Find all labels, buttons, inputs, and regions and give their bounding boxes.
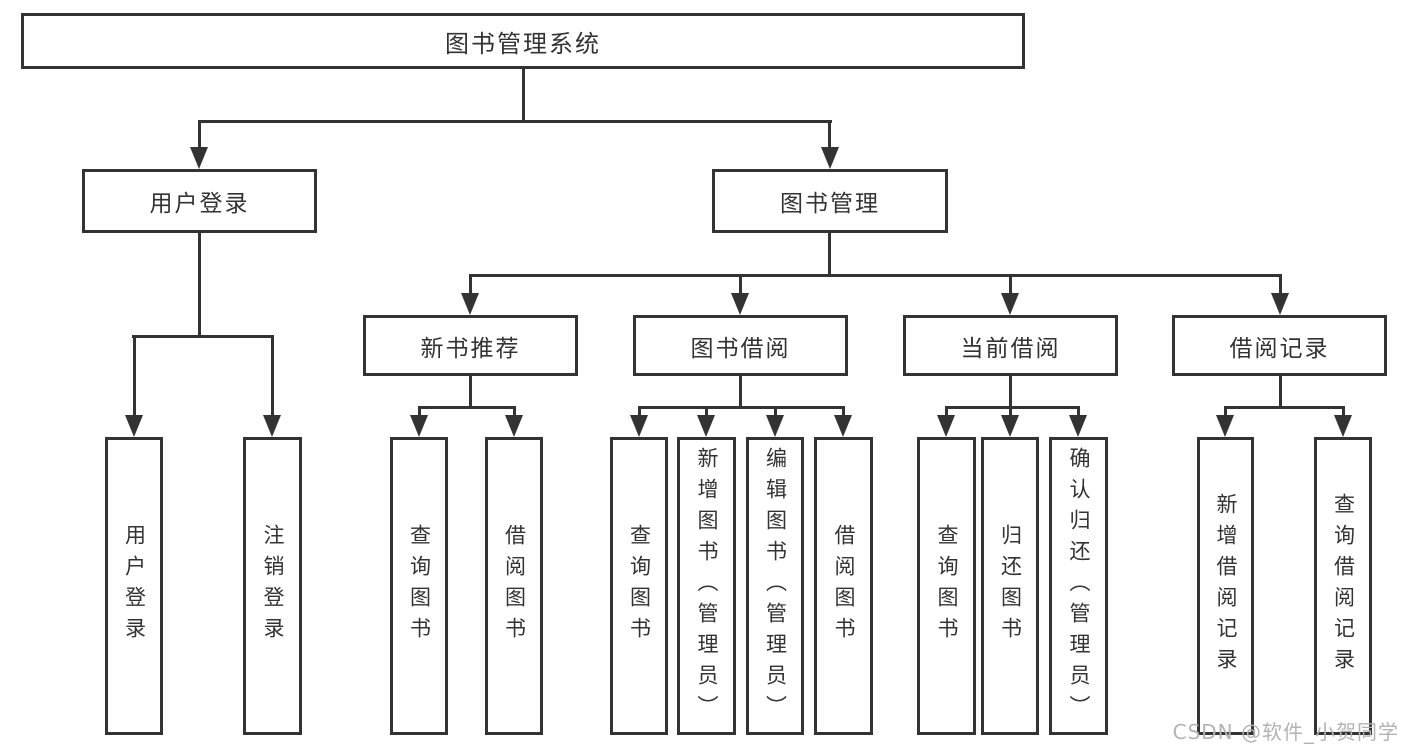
arrowhead-icon [630,415,648,437]
connector-drop [133,335,136,415]
leaf-user-login: 用户登录 [105,437,163,735]
connector-drop [1224,406,1227,415]
connector-bookmgmt-bar [469,274,1282,277]
node-current-borrowing: 当前借阅 [903,315,1118,376]
arrowhead-icon [190,147,208,169]
leaf-add-borrow-record: 新增借阅记录 [1197,437,1254,735]
connector-drop [271,335,274,415]
arrowhead-icon [1271,293,1289,315]
arrowhead-icon [766,415,784,437]
arrowhead-icon [1216,415,1234,437]
connector-drop [638,406,641,415]
connector-drop [1009,274,1012,293]
leaf-borrow-books: 借阅图书 [814,437,873,735]
connector-drop [828,120,831,147]
connector-drop [1009,406,1012,415]
node-book-management: 图书管理 [712,169,948,233]
connector-drop [418,406,421,415]
connector-drop [945,406,948,415]
connector-records-stem [1279,373,1282,409]
connector-userlogin-bar [132,335,273,338]
arrowhead-icon [1069,415,1087,437]
node-borrow-records: 借阅记录 [1172,315,1387,376]
node-book-borrowing: 图书借阅 [633,315,848,376]
connector-drop [198,120,201,147]
connector-newbooks-bar [418,406,516,409]
leaf-confirm-return-admin: 确认归还（管理员） [1049,437,1108,735]
leaf-query-books-current: 查询图书 [917,437,976,735]
leaf-add-books-admin: 新增图书（管理员） [677,437,736,735]
connector-drop [513,406,516,415]
leaf-query-borrow-record: 查询借阅记录 [1314,437,1372,735]
connector-currentborrow-stem [1009,373,1012,409]
connector-drop [1279,274,1282,293]
connector-drop [774,406,777,415]
arrowhead-icon [731,293,749,315]
arrowhead-icon [937,415,955,437]
leaf-logout: 注销登录 [243,437,302,735]
connector-drop [705,406,708,415]
connector-bookborrow-bar [638,406,845,409]
arrowhead-icon [461,293,479,315]
connector-root-bar [198,120,832,123]
leaf-edit-books-admin: 编辑图书（管理员） [746,437,804,735]
connector-newbooks-stem [469,373,472,409]
arrowhead-icon [125,415,143,437]
arrowhead-icon [834,415,852,437]
node-user-login: 用户登录 [82,169,317,233]
node-new-book-recommend: 新书推荐 [363,315,578,376]
connector-drop [469,274,472,293]
connector-currentborrow-bar [945,406,1080,409]
leaf-query-books-borrow: 查询图书 [610,437,668,735]
connector-drop [1342,406,1345,415]
leaf-query-books-recommend: 查询图书 [390,437,448,735]
arrowhead-icon [505,415,523,437]
connector-bookmgmt-stem [828,230,831,276]
arrowhead-icon [263,415,281,437]
arrowhead-icon [1001,293,1019,315]
connector-bookborrow-stem [739,373,742,409]
leaf-borrow-books-recommend: 借阅图书 [485,437,543,735]
leaf-return-books: 归还图书 [981,437,1039,735]
connector-userlogin-stem [198,230,201,338]
arrowhead-icon [1001,415,1019,437]
arrowhead-icon [1334,415,1352,437]
arrowhead-icon [410,415,428,437]
connector-drop [1077,406,1080,415]
connector-drop [842,406,845,415]
connector-records-bar [1224,406,1345,409]
node-library-system: 图书管理系统 [21,13,1025,69]
watermark: CSDN @软件_小贺同学 [1172,720,1399,744]
arrowhead-icon [821,147,839,169]
connector-drop [739,274,742,293]
connector-root-stem [522,68,525,123]
arrowhead-icon [697,415,715,437]
